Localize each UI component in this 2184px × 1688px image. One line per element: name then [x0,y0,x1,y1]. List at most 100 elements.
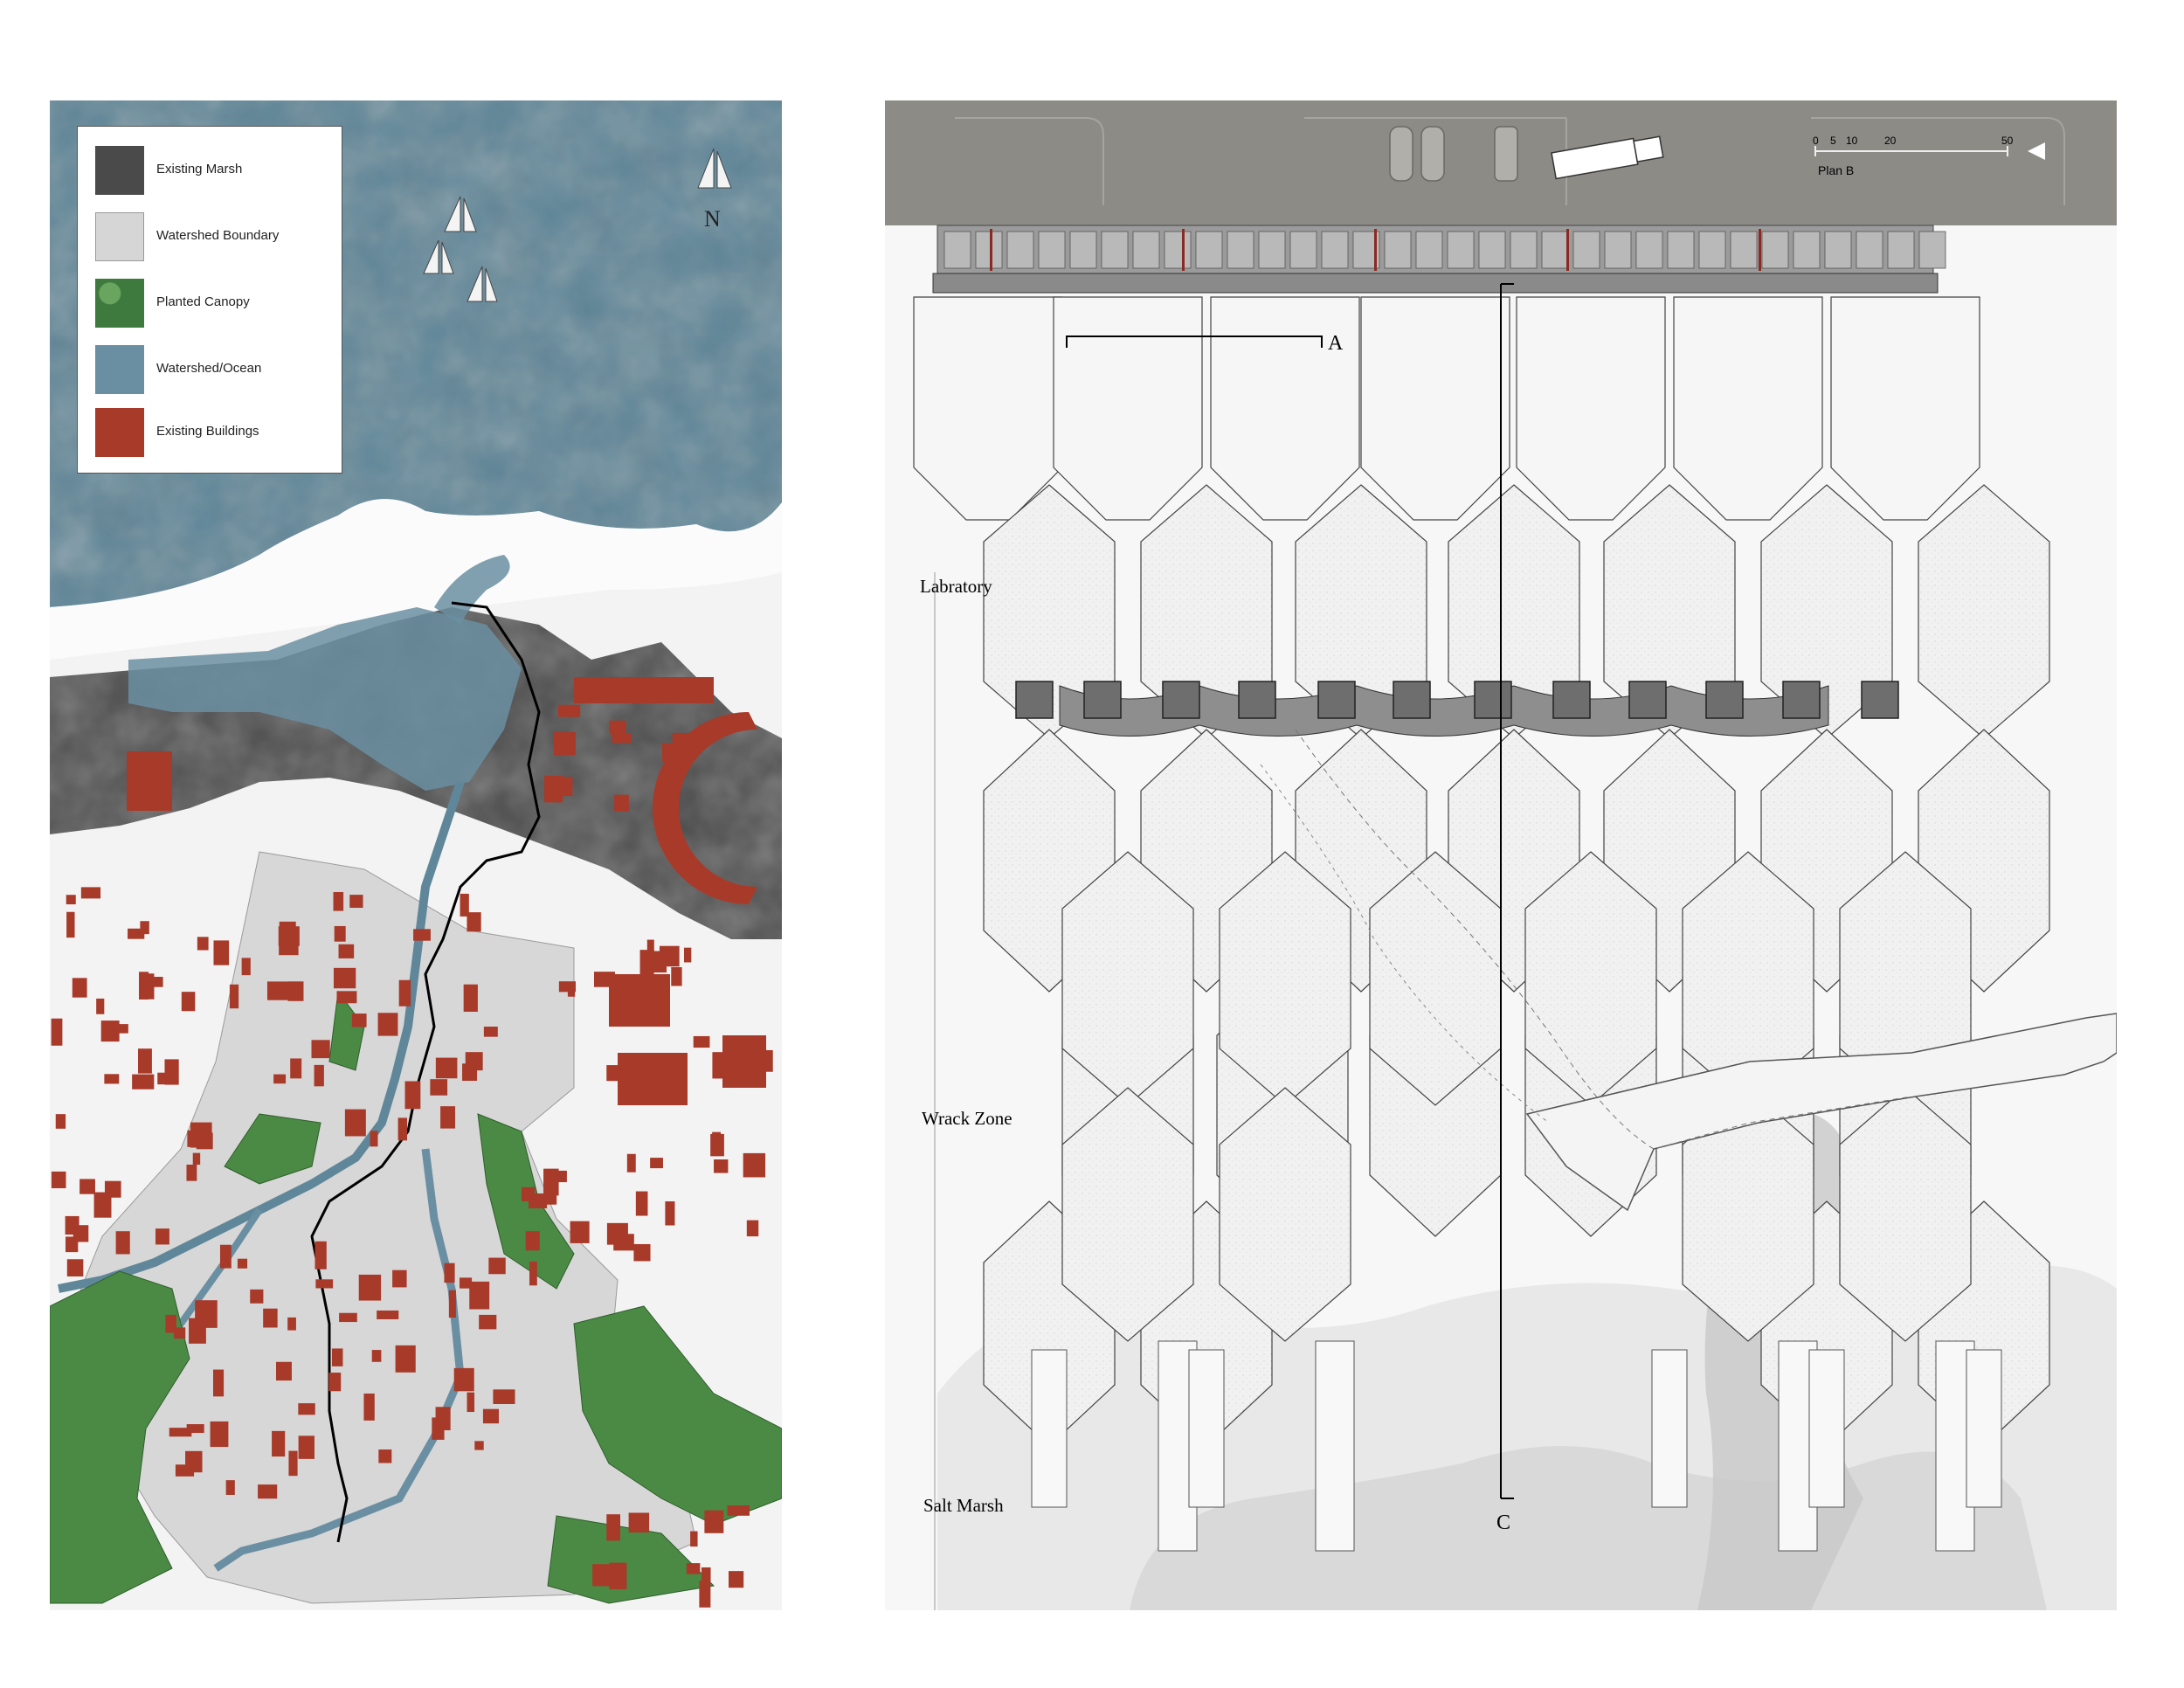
building [349,895,363,909]
building [225,1480,235,1495]
building [529,1193,548,1209]
hex-module[interactable] [1682,1087,1814,1342]
building [462,1063,478,1082]
building [710,1133,724,1157]
lab-room[interactable] [1516,296,1666,521]
hex-module-grid [913,296,2050,1552]
building [272,1430,286,1457]
building [686,1563,701,1574]
building [138,1048,152,1074]
building [351,1013,367,1027]
building [729,1571,744,1588]
legend-swatch [95,345,144,394]
building [609,974,670,1027]
scale-tick-2: 10 [1846,135,1858,147]
lab-room[interactable] [913,296,1063,521]
plan-title: Plan B [1818,163,1854,177]
building [80,887,101,899]
building [650,1158,663,1169]
map-legend: Existing Marsh Watershed Boundary Plante… [77,126,342,474]
building [474,1441,484,1450]
building [633,1243,651,1262]
building [287,981,304,1001]
building [331,1348,343,1366]
floor-plan[interactable]: 0 5 10 20 50 Plan B A C Labratory Wrack … [885,100,2117,1610]
building [398,979,411,1007]
building [104,1074,120,1084]
building [746,1220,759,1237]
building [699,1581,711,1608]
building [444,1263,455,1283]
building [671,966,682,986]
building [333,967,356,989]
boardwalk-edge [932,273,1939,294]
lab-room[interactable] [1053,296,1203,521]
building [606,1514,621,1541]
facade-bay [1384,231,1412,269]
building [186,1424,204,1434]
legend-swatch [95,146,144,195]
facade-bay [1887,231,1915,269]
lab-room[interactable] [1360,296,1510,521]
building [275,1361,292,1381]
facade-bays [943,229,1946,271]
building [722,1035,766,1088]
legend-label: Watershed/Ocean [156,361,262,376]
facade-bay [1667,231,1695,269]
legend-item-existing-buildings: Existing Buildings [95,408,331,457]
facade-mullion [1566,229,1569,271]
facade-bay [1069,231,1097,269]
building [482,1408,500,1424]
hex-module[interactable] [1219,1087,1351,1342]
building [333,892,344,911]
facade-bay [1635,231,1663,269]
building [743,1152,766,1178]
walk-path-2 [1260,764,1550,1124]
lab-room[interactable] [1673,296,1823,521]
legend-item-planted-canopy: Planted Canopy [95,279,331,328]
hex-module[interactable] [1061,1087,1194,1342]
building [618,1053,688,1105]
building [344,1109,366,1137]
legend-item-watershed-ocean: Watershed/Ocean [95,345,331,394]
facade-mullion [990,229,992,271]
facade-bay [1478,231,1506,269]
building [704,1510,724,1533]
building [143,973,155,1000]
pier-stem [1031,1349,1068,1508]
hex-module[interactable] [1839,1087,1972,1342]
building [315,1279,334,1289]
planter-box [1705,681,1744,719]
building [693,1035,710,1048]
section-label-a: A [1328,332,1344,355]
scale-tick-4: 50 [2001,135,2014,147]
building [334,925,346,942]
lab-room[interactable] [1210,296,1360,521]
facade-bay [1289,231,1317,269]
facade-bay [1258,231,1286,269]
building [544,775,563,803]
building [392,1269,407,1288]
pedestrian-boardwalk[interactable] [1525,1013,2117,1212]
building [127,751,172,811]
facade-bay [1793,231,1821,269]
building [483,1027,498,1037]
scale-bar [1814,146,2008,156]
building [100,1020,120,1042]
building [279,938,299,956]
car-icons [1389,126,1518,182]
site-map[interactable] [50,100,782,1610]
building [132,1074,155,1090]
building [553,731,576,756]
building [287,1317,296,1331]
building [646,939,654,958]
building [241,958,251,976]
lab-room[interactable] [1830,296,1980,521]
building [338,944,355,958]
building [128,928,145,939]
facade-bay [1006,231,1034,269]
facade-mullion [1182,229,1185,271]
legend-swatch [95,279,144,328]
facade-bay [1541,231,1569,269]
building [140,921,149,935]
